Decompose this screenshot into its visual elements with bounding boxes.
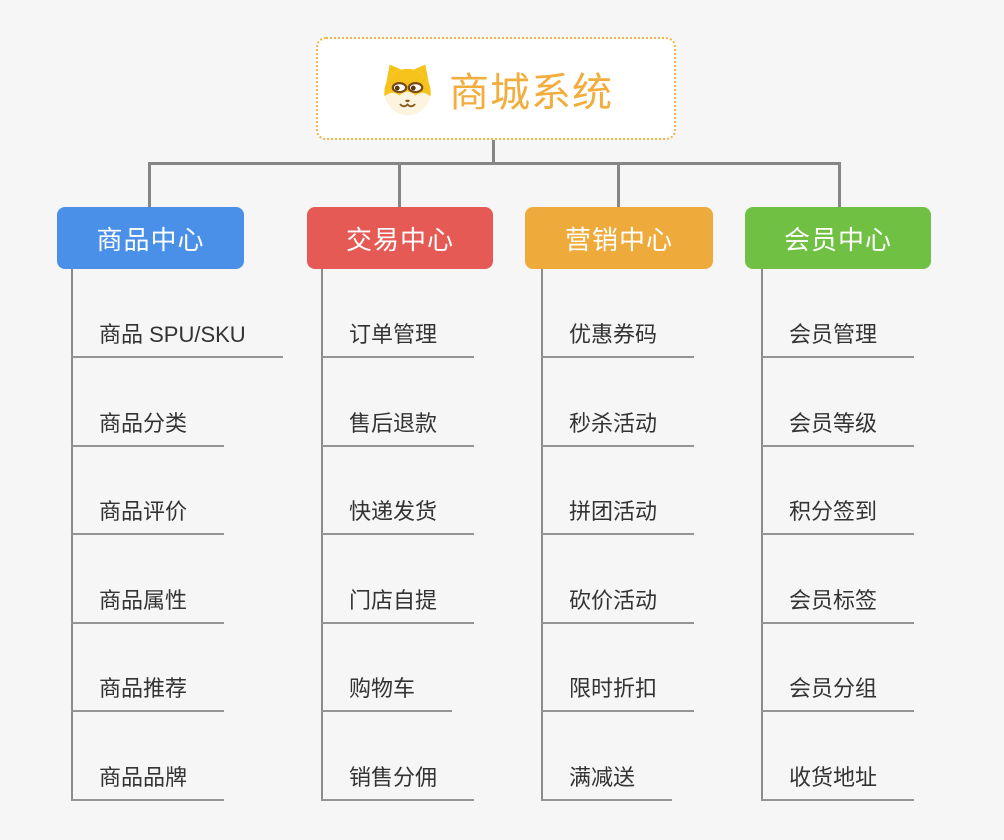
tree-item[interactable]: 商品分类 — [71, 410, 225, 447]
root-title: 商城系统 — [449, 70, 613, 115]
branch-node-product-center[interactable]: 商品中心 — [57, 207, 244, 269]
tree-item[interactable]: 会员标签 — [761, 587, 915, 624]
tree-item[interactable]: 砍价活动 — [541, 587, 695, 624]
connector-root-stub — [492, 140, 495, 164]
tree-item[interactable]: 订单管理 — [321, 321, 475, 358]
tree-item[interactable]: 会员分组 — [761, 675, 915, 712]
tree-item[interactable]: 商品评价 — [71, 498, 225, 535]
tree-item[interactable]: 商品品牌 — [71, 764, 225, 801]
tree-item[interactable]: 收货地址 — [761, 764, 915, 801]
tree-item[interactable]: 购物车 — [321, 675, 453, 712]
branch-node-member-center[interactable]: 会员中心 — [745, 207, 931, 269]
tree-item[interactable]: 满减送 — [541, 764, 673, 801]
connector-bus-line — [148, 162, 841, 165]
tree-item[interactable]: 积分签到 — [761, 498, 915, 535]
branch-trunk-line — [761, 269, 763, 801]
tree-item[interactable]: 限时折扣 — [541, 675, 695, 712]
tree-item[interactable]: 商品 SPU/SKU — [71, 321, 283, 358]
branch-trunk-line — [541, 269, 543, 801]
tree-item[interactable]: 商品属性 — [71, 587, 225, 624]
branch-trunk-line — [71, 269, 73, 801]
root-node[interactable]: 商城系统 — [316, 37, 676, 140]
branch-trunk-line — [321, 269, 323, 801]
tree-item[interactable]: 拼团活动 — [541, 498, 695, 535]
tree-item[interactable]: 优惠券码 — [541, 321, 695, 358]
connector-drop-line — [617, 162, 620, 208]
branch-node-trade-center[interactable]: 交易中心 — [307, 207, 493, 269]
tree-item[interactable]: 售后退款 — [321, 410, 475, 447]
tree-item[interactable]: 会员管理 — [761, 321, 915, 358]
connector-drop-line — [148, 162, 151, 208]
tree-item[interactable]: 会员等级 — [761, 410, 915, 447]
branch-node-marketing-center[interactable]: 营销中心 — [525, 207, 713, 269]
tree-item[interactable]: 销售分佣 — [321, 764, 475, 801]
tree-item[interactable]: 商品推荐 — [71, 675, 225, 712]
connector-drop-line — [838, 162, 841, 208]
tree-item[interactable]: 快递发货 — [321, 498, 475, 535]
connector-drop-line — [398, 162, 401, 208]
tree-item[interactable]: 门店自提 — [321, 587, 475, 624]
tree-item[interactable]: 秒杀活动 — [541, 410, 695, 447]
dog-face-icon — [384, 64, 431, 116]
